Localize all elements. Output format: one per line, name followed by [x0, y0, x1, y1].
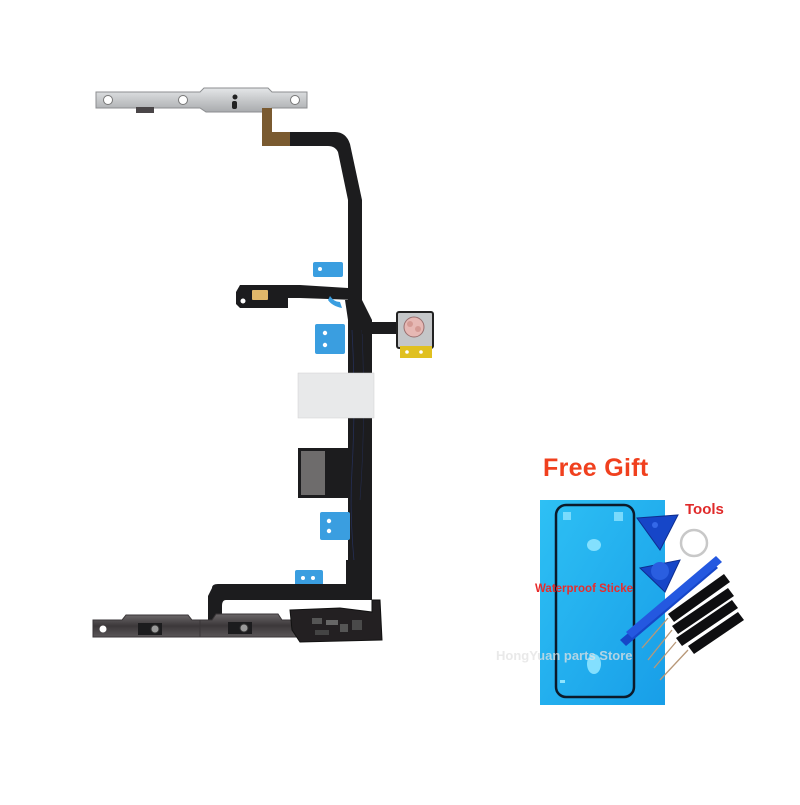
volume-bracket-right: [199, 613, 300, 638]
waterproof-sticker-label: Waterproof Sticke: [535, 583, 633, 595]
volume-bracket-left: [92, 614, 201, 638]
microphone-flex-arm: [236, 285, 356, 308]
white-adhesive-tab: [297, 372, 375, 419]
gray-contact-pad: [298, 448, 350, 498]
blue-adhesive-tabs: [295, 262, 350, 586]
bottom-flex-run: [208, 560, 372, 622]
store-watermark: HongYuan parts Store: [496, 648, 633, 663]
flex-cable: [262, 108, 372, 590]
mute-switch-bracket: [289, 599, 383, 643]
top-metal-bracket: [95, 87, 308, 113]
tools-label: Tools: [685, 501, 724, 518]
flashlight-module: [362, 311, 434, 358]
repair-tools: [620, 514, 744, 681]
waterproof-sticker: [540, 500, 665, 705]
free-gift-title: Free Gift: [543, 454, 649, 482]
